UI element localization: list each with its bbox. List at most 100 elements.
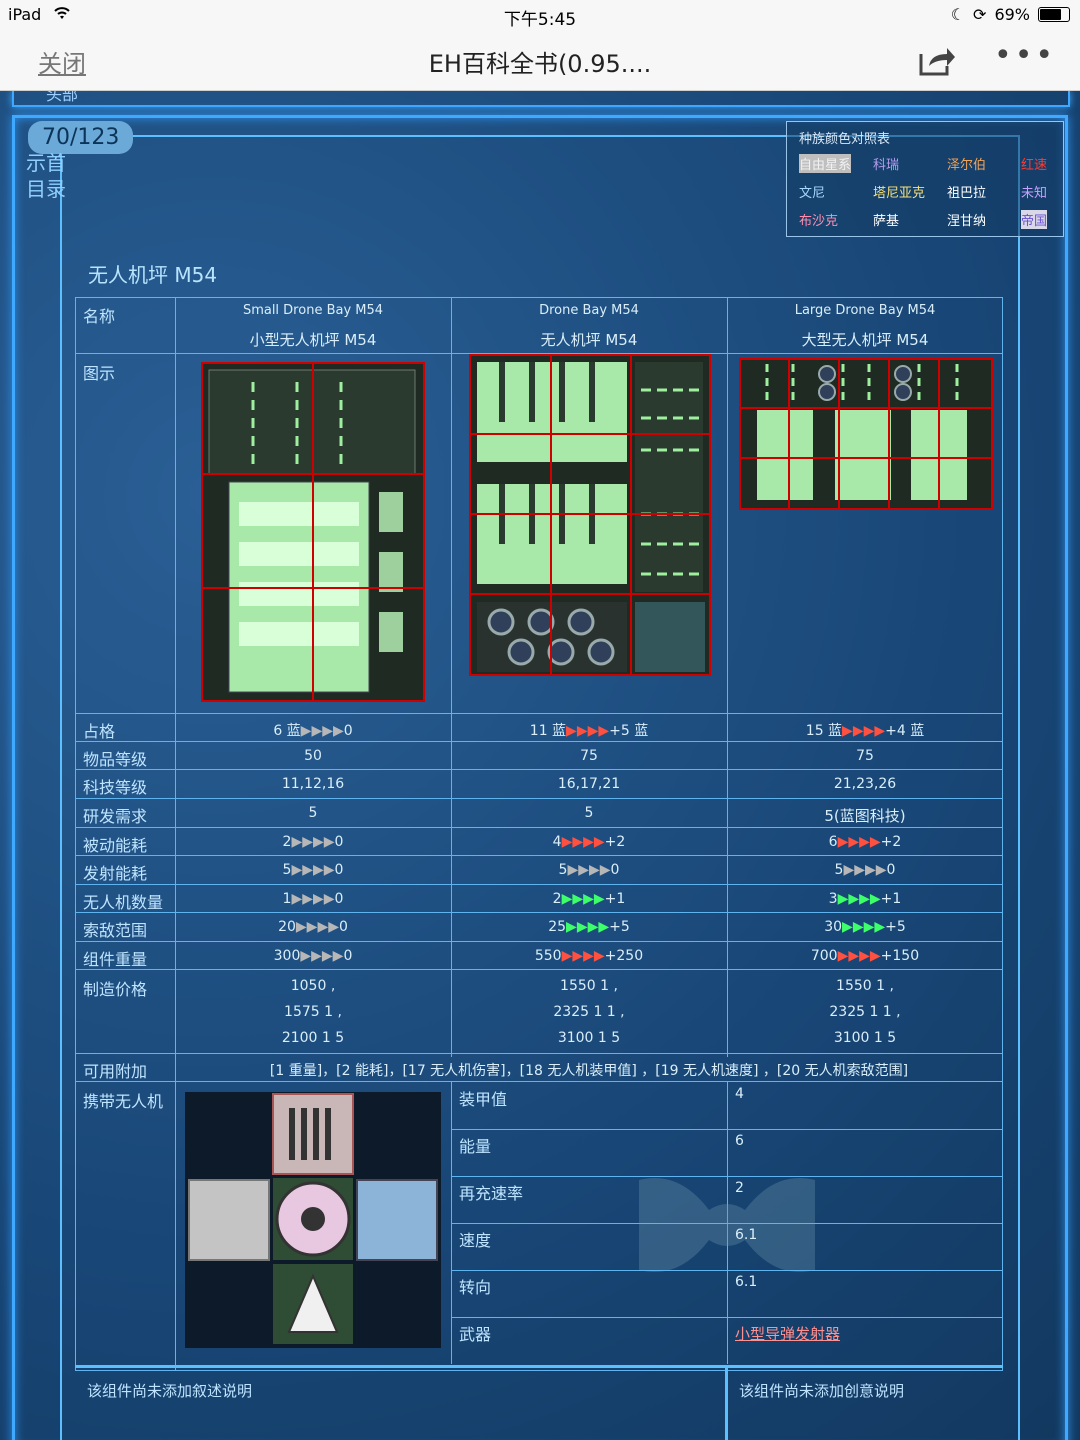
drone-stat-row: 武器 小型导弹发射器 xyxy=(451,1317,1003,1364)
stat-value: 3▶▶▶▶+1 xyxy=(828,891,902,907)
table-border xyxy=(75,297,1003,1371)
drone-stat-row: 速度 6.1 xyxy=(451,1223,1003,1271)
stat-value: 11,12,16 xyxy=(281,776,345,792)
drone-stat-label: 速度 xyxy=(459,1231,492,1250)
description-creative: 该组件尚未添加创意说明 xyxy=(739,1382,905,1400)
rotation-lock-icon: ⟳ xyxy=(973,5,987,24)
drone-stat-row: 转向 6.1 xyxy=(451,1270,1003,1318)
drone-stat-value: 6.1 xyxy=(735,1274,758,1290)
stat-value: 550▶▶▶▶+250 xyxy=(534,948,644,964)
race-table-title: 种族颜色对照表 xyxy=(799,132,891,147)
row-label: 被动能耗 xyxy=(83,836,148,855)
panel-frame xyxy=(12,115,1068,1440)
drone-stat-label: 转向 xyxy=(459,1278,492,1297)
stat-value: 300▶▶▶▶0 xyxy=(273,948,353,964)
race-cell: 塔尼亚克 xyxy=(873,186,926,201)
top-frame: 头部 xyxy=(12,91,1070,107)
stat-value: 50 xyxy=(304,748,322,764)
price-line: 1050 , xyxy=(290,978,336,994)
name-en: Small Drone Bay M54 xyxy=(242,303,384,318)
description-narrative: 该组件尚未添加叙述说明 xyxy=(87,1382,253,1400)
name-cn: 小型无人机坪 M54 xyxy=(249,331,377,349)
share-icon[interactable] xyxy=(917,42,955,78)
stat-value: 5(蓝图科技) xyxy=(824,807,906,825)
row-label: 携带无人机 xyxy=(83,1092,164,1111)
more-icon[interactable]: ••• xyxy=(994,38,1057,73)
clock: 下午5:45 xyxy=(503,10,577,30)
row-label: 物品等级 xyxy=(83,750,148,769)
row-label: 图示 xyxy=(83,364,116,383)
table-row: 研发需求 5 5 5(蓝图科技) xyxy=(75,798,1003,828)
drone-stat-row: 能量 6 xyxy=(451,1129,1003,1177)
stat-value: 2▶▶▶▶0 xyxy=(282,834,344,850)
stat-value: 75 xyxy=(580,748,598,764)
small-drone-bay-image xyxy=(201,362,425,702)
stat-value: 4▶▶▶▶+2 xyxy=(552,834,626,850)
stat-value: 5 xyxy=(308,805,318,821)
toc-link-home[interactable]: 示首 xyxy=(26,151,66,175)
price-line: 1550 1 , xyxy=(836,978,894,994)
table-row: 携带无人机 装甲值 4 xyxy=(75,1081,1003,1364)
stat-value: 5▶▶▶▶0 xyxy=(282,862,344,878)
moon-icon: ☾ xyxy=(950,5,966,24)
status-bar: iPad 下午5:45 ☾ ⟳ 69% xyxy=(0,0,1080,30)
component-title: 无人机坪 M54 xyxy=(88,263,218,287)
battery-icon xyxy=(1038,7,1070,22)
close-button[interactable]: 关闭 xyxy=(38,50,86,78)
stat-value: 21,23,26 xyxy=(833,776,897,792)
drone-stat-label: 装甲值 xyxy=(459,1090,508,1109)
drone-stat-value: 2 xyxy=(735,1180,744,1196)
price-line: 2100 1 5 xyxy=(281,1030,345,1046)
wifi-icon xyxy=(52,5,72,25)
race-cell: 文尼 xyxy=(799,186,826,201)
table-row: 图示 xyxy=(75,353,1003,714)
top-frame-label: 头部 xyxy=(46,91,79,104)
table-row: 无人机数量 1▶▶▶▶0 2▶▶▶▶+1 3▶▶▶▶+1 xyxy=(75,884,1003,913)
drone-stat-value: 6.1 xyxy=(735,1227,758,1243)
device-label: iPad xyxy=(8,5,42,24)
row-label: 无人机数量 xyxy=(83,893,164,912)
large-drone-bay-image xyxy=(739,358,993,510)
page-title: EH百科全书(0.95.... xyxy=(428,50,652,78)
drone-stat-value: 6 xyxy=(735,1133,744,1149)
weapon-link[interactable]: 小型导弹发射器 xyxy=(735,1325,841,1343)
table-row: 发射能耗 5▶▶▶▶0 5▶▶▶▶0 5▶▶▶▶0 xyxy=(75,855,1003,885)
stat-value: 5 xyxy=(584,805,594,821)
stat-value: 5▶▶▶▶0 xyxy=(834,862,896,878)
stat-value: 6▶▶▶▶+2 xyxy=(828,834,902,850)
col-divider xyxy=(725,1368,728,1440)
drone-stat-value: 4 xyxy=(735,1086,744,1102)
stat-value: 15 蓝▶▶▶▶+4 蓝 xyxy=(805,723,925,739)
price-line: 2325 1 1 , xyxy=(829,1004,901,1020)
race-cell: 科瑞 xyxy=(873,158,900,173)
price-line: 3100 1 5 xyxy=(833,1030,897,1046)
table-row: 索敌范围 20▶▶▶▶0 25▶▶▶▶+5 30▶▶▶▶+5 xyxy=(75,912,1003,942)
name-en: Drone Bay M54 xyxy=(539,303,639,318)
table-row: 名称 Small Drone Bay M54 小型无人机坪 M54 Drone … xyxy=(75,297,1003,353)
stat-value: 5▶▶▶▶0 xyxy=(558,862,620,878)
drone-stat-row: 再充速率 2 xyxy=(451,1176,1003,1224)
table-row: 组件重量 300▶▶▶▶0 550▶▶▶▶+250 700▶▶▶▶+150 xyxy=(75,941,1003,970)
toc-link[interactable]: 目录 xyxy=(26,177,66,201)
race-cell: 萨基 xyxy=(873,214,900,229)
price-line: 1575 1 , xyxy=(284,1004,342,1020)
stat-value: 20▶▶▶▶0 xyxy=(278,919,348,935)
price-line: 2325 1 1 , xyxy=(553,1004,625,1020)
table-row: 占格 6 蓝▶▶▶▶0 11 蓝▶▶▶▶+5 蓝 15 蓝▶▶▶▶+4 蓝 xyxy=(75,713,1003,742)
stat-value: 1▶▶▶▶0 xyxy=(282,891,344,907)
row-label: 制造价格 xyxy=(83,980,148,999)
page-counter: 70/123 xyxy=(28,121,134,154)
drone-bay-image xyxy=(469,354,711,676)
race-cell: 未知 xyxy=(1021,186,1048,201)
drone-image xyxy=(185,1092,441,1348)
drone-stat-label: 武器 xyxy=(459,1325,492,1344)
row-label: 占格 xyxy=(83,722,116,741)
page-content: 头部 70/123 示首 目录 种族颜色对照表 自由星系 科瑞 泽尔伯 红速 文… xyxy=(0,91,1080,1440)
nav-bar: 关闭 EH百科全书(0.95.... ••• xyxy=(0,30,1080,91)
stat-value: 11 蓝▶▶▶▶+5 蓝 xyxy=(529,723,649,739)
race-cell: 布沙克 xyxy=(799,214,839,229)
panel-inner-frame xyxy=(60,135,1020,1440)
drone-stat-row: 装甲值 4 xyxy=(451,1082,1003,1130)
stat-value: 16,17,21 xyxy=(557,776,621,792)
drone-silhouette xyxy=(639,1178,815,1272)
